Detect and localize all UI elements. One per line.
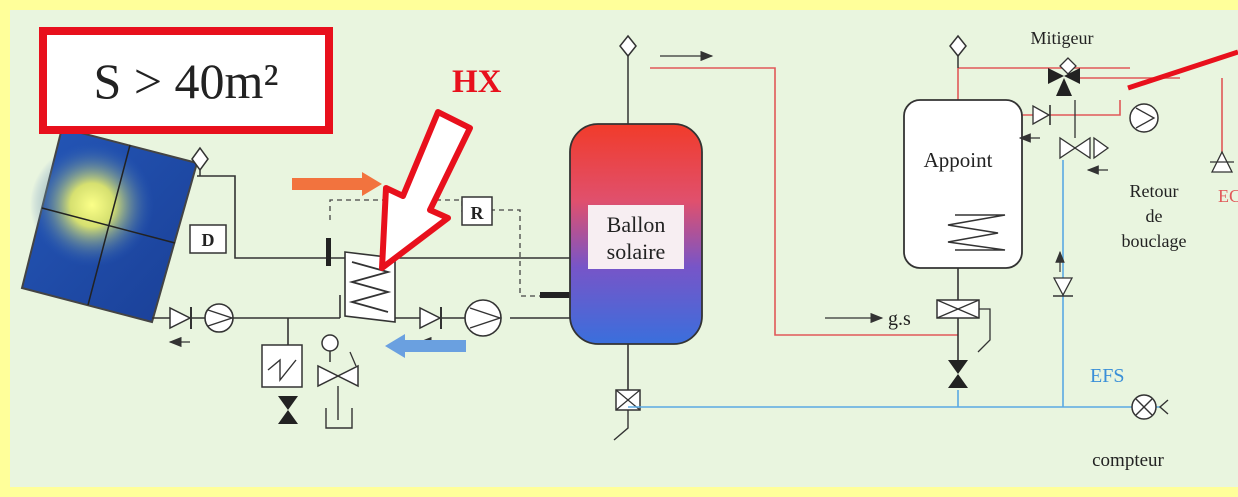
balancing-valve-icon xyxy=(1059,136,1110,160)
pump-icon xyxy=(204,303,235,333)
cold-check-valve-icon xyxy=(1052,277,1074,297)
isolation-valve-icon xyxy=(948,360,968,388)
regulator-label: R xyxy=(471,203,485,223)
circulator-pump-icon xyxy=(1129,103,1159,133)
drain-funnel-icon xyxy=(325,386,353,429)
return-loop-label-3: bouclage xyxy=(1122,231,1187,251)
return-loop-label-1: Retour xyxy=(1130,181,1179,201)
drain-valve-icon xyxy=(278,396,298,424)
check-valve-icon xyxy=(169,306,192,330)
hot-water-lines xyxy=(650,67,1180,336)
tank-label-line2: solaire xyxy=(607,239,666,264)
regulator-box xyxy=(461,196,493,226)
water-meter-label: compteur xyxy=(1092,450,1164,471)
sun-glow xyxy=(30,143,154,267)
ecs-outlet-icon xyxy=(1210,78,1234,173)
tank-label-line1: Ballon xyxy=(607,212,666,237)
surface-callout: S > 40m² xyxy=(39,27,333,134)
sensor-icon xyxy=(326,238,331,266)
mixing-valve-label: Mitigeur xyxy=(1031,28,1094,48)
frame-bottom xyxy=(0,487,1238,497)
hx-pointer-arrow-icon xyxy=(379,109,473,271)
d-box-label: D xyxy=(202,230,215,250)
return-check-valve-icon xyxy=(1032,104,1051,126)
mixing-valve-icon xyxy=(1048,68,1080,96)
cold-flow-arrow-icon xyxy=(385,334,466,358)
frame-top xyxy=(0,0,1238,10)
ecs-pointer-line xyxy=(1127,49,1238,91)
expansion-vessel-icon xyxy=(261,344,303,388)
return-loop-label-2: de xyxy=(1146,206,1163,226)
solar-panel xyxy=(20,126,199,324)
backup-heater-label: Appoint xyxy=(924,148,993,172)
water-meter-icon xyxy=(1131,394,1169,420)
hx-callout-label: HX xyxy=(452,64,502,100)
safety-valve-icon xyxy=(317,351,359,388)
surface-callout-label: S > 40m² xyxy=(94,53,279,109)
check-valve-2-icon xyxy=(419,306,442,330)
pump-2-icon xyxy=(464,299,503,337)
tank-drain-pipe xyxy=(613,410,629,441)
tank-sensor-icon xyxy=(540,292,570,298)
appoint-air-vent-icon xyxy=(949,34,967,58)
frame-left xyxy=(0,0,10,497)
cold-water-label: EFS xyxy=(1090,365,1124,387)
backup-heater-tank xyxy=(903,99,1023,269)
pressure-gauge-icon xyxy=(321,334,339,362)
heating-coil-icon xyxy=(947,214,1006,251)
d-box xyxy=(189,224,227,254)
tank-label-bg xyxy=(588,205,684,269)
gs-drain-pipe xyxy=(977,308,991,353)
tank-air-vent-icon xyxy=(619,34,637,58)
ecs-label: ECS xyxy=(1218,186,1238,206)
hot-flow-arrow-icon xyxy=(292,172,382,196)
cold-water-lines xyxy=(628,160,1160,408)
safety-group-icon xyxy=(936,299,980,319)
safety-group-label: g.s xyxy=(888,308,911,330)
